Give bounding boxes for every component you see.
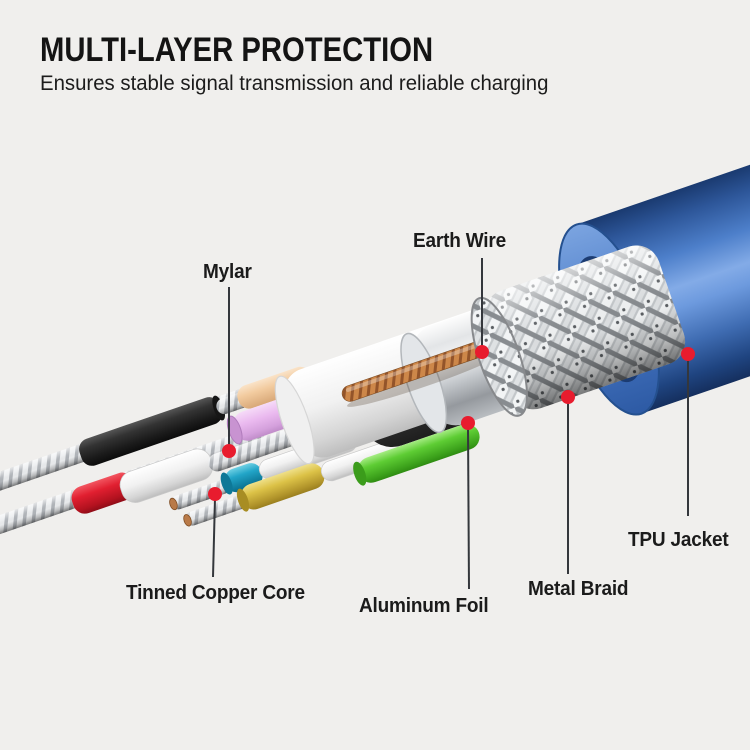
label-tinned-copper-core: Tinned Copper Core <box>126 582 305 604</box>
metal-braid-layer <box>470 245 686 417</box>
header: MULTI-LAYER PROTECTION Ensures stable si… <box>40 33 564 94</box>
label-earth-wire: Earth Wire <box>413 230 506 252</box>
label-metal-braid: Metal Braid <box>528 578 629 600</box>
page-title: MULTI-LAYER PROTECTION <box>40 31 434 69</box>
label-tpu-jacket: TPU Jacket <box>628 529 729 551</box>
label-aluminum-foil: Aluminum Foil <box>359 595 489 617</box>
green-wire <box>353 423 480 486</box>
earth-wire-strand <box>341 335 503 407</box>
red-wire <box>71 472 136 514</box>
page-subtitle: Ensures stable signal transmission and r… <box>40 72 549 95</box>
label-mylar: Mylar <box>203 261 252 283</box>
